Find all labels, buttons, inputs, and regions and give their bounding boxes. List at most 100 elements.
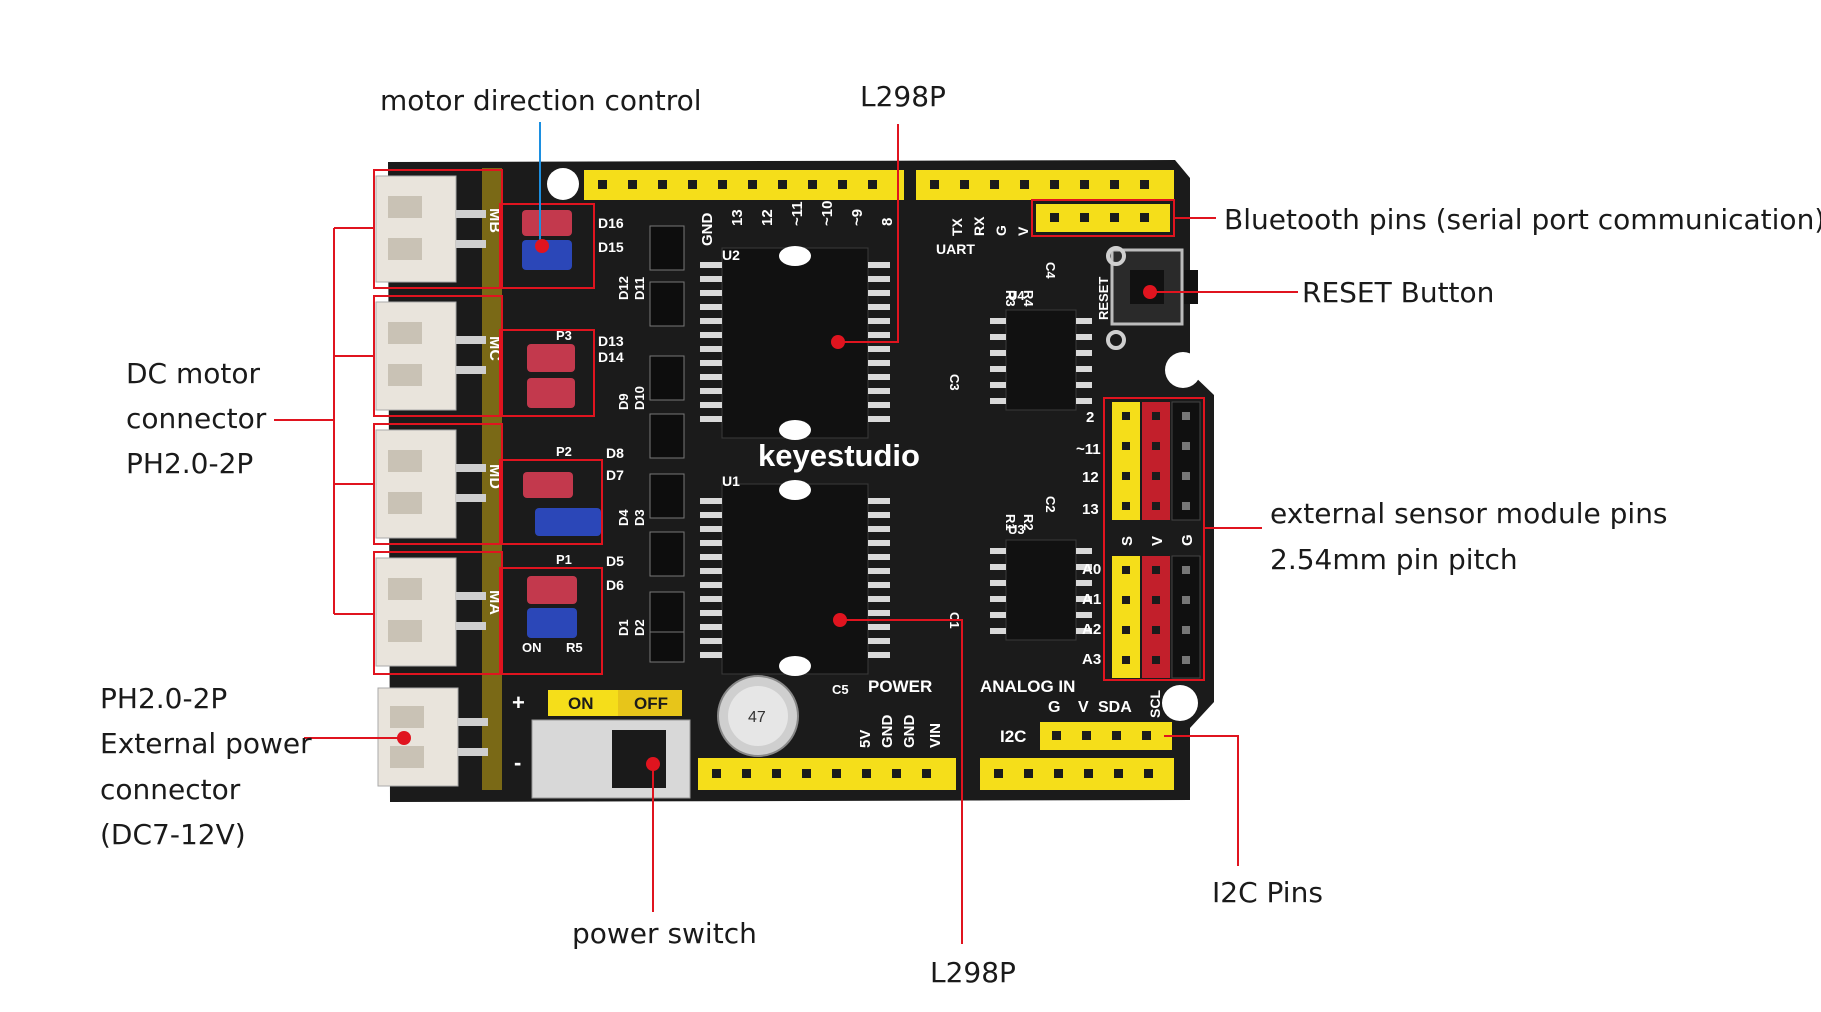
svg-text:V: V — [1015, 226, 1031, 236]
label-power-connector-4: (DC7-12V) — [100, 812, 246, 857]
svg-text:D6: D6 — [606, 577, 624, 593]
svg-text:U4: U4 — [1008, 288, 1025, 303]
callout-dot-l298p-top — [831, 335, 845, 349]
svg-text:D7: D7 — [606, 467, 624, 483]
label-dc-motor-1: DC motor — [126, 351, 260, 396]
svg-text:G: G — [1179, 534, 1196, 546]
svg-text:D1: D1 — [616, 619, 631, 636]
svg-text:A1: A1 — [1082, 591, 1101, 608]
header-digital-right — [916, 170, 1174, 200]
svg-text:D3: D3 — [632, 509, 647, 526]
svg-text:D14: D14 — [598, 349, 624, 365]
svg-text:C4: C4 — [1043, 262, 1058, 279]
svg-text:D11: D11 — [632, 277, 647, 300]
svg-text:D15: D15 — [598, 239, 624, 255]
svg-text:GND: GND — [901, 715, 918, 749]
callout-dot-power-connector — [397, 731, 411, 745]
svg-text:~11: ~11 — [789, 201, 806, 226]
header-power — [698, 758, 956, 790]
svg-text:12: 12 — [1082, 469, 1099, 486]
silk-minus: - — [514, 750, 521, 775]
label-dc-motor-2: connector — [126, 396, 266, 441]
svg-text:D2: D2 — [632, 619, 647, 636]
svg-text:V: V — [1078, 699, 1089, 716]
callout-dot-l298p-bottom — [833, 613, 847, 627]
silk-u2: U2 — [722, 247, 740, 263]
svg-text:A2: A2 — [1082, 621, 1101, 638]
silk-cap-value: 47 — [748, 709, 766, 726]
svg-text:GND: GND — [699, 213, 716, 247]
silk-analog-in: ANALOG IN — [980, 677, 1075, 696]
silk-switch-on[interactable]: ON — [568, 694, 594, 713]
callout-line-dc-motor — [274, 228, 374, 614]
l298p-chip-u1 — [700, 480, 890, 676]
svg-text:G: G — [1048, 699, 1060, 716]
label-sensor-1: external sensor module pins — [1270, 491, 1668, 536]
silk-power: POWER — [868, 677, 932, 696]
svg-text:D8: D8 — [606, 445, 624, 461]
label-motor-direction: motor direction control — [380, 78, 702, 123]
svg-text:RX: RX — [971, 216, 987, 236]
smd-diodes — [650, 226, 684, 662]
mounting-hole-top-left — [547, 168, 579, 200]
header-i2c — [1040, 722, 1172, 750]
svg-text:D12: D12 — [616, 276, 631, 300]
label-l298p-top: L298P — [860, 74, 946, 119]
callout-dot-power-switch — [646, 757, 660, 771]
svg-text:G: G — [993, 225, 1009, 236]
svg-text:A3: A3 — [1082, 651, 1101, 668]
callout-dot-reset — [1143, 285, 1157, 299]
direction-jumper-1[interactable] — [522, 210, 572, 270]
svg-text:C5: C5 — [832, 682, 849, 697]
svg-text:V: V — [1149, 536, 1166, 546]
svg-text:8: 8 — [879, 218, 896, 226]
svg-text:GND: GND — [879, 715, 896, 749]
label-reset: RESET Button — [1302, 270, 1494, 315]
label-sensor-2: 2.54mm pin pitch — [1270, 537, 1518, 582]
svg-text:5V: 5V — [857, 730, 874, 748]
label-i2c: I2C Pins — [1212, 870, 1323, 915]
header-analog — [980, 758, 1174, 790]
svg-text:A0: A0 — [1082, 561, 1101, 578]
svg-text:C2: C2 — [1043, 496, 1058, 513]
svg-text:D10: D10 — [632, 386, 647, 410]
svg-text:SDA: SDA — [1098, 699, 1132, 716]
svg-text:R5: R5 — [566, 640, 583, 655]
mounting-hole-bottom-right — [1162, 685, 1198, 721]
callout-dot-motor-direction — [535, 239, 549, 253]
label-power-switch: power switch — [572, 911, 757, 956]
svg-text:D9: D9 — [616, 393, 631, 410]
label-bluetooth: Bluetooth pins (serial port communicatio… — [1224, 197, 1821, 242]
label-power-connector-2: External power — [100, 721, 312, 766]
svg-text:D13: D13 — [598, 333, 624, 349]
label-dc-motor-3: PH2.0-2P — [126, 441, 253, 486]
silk-u1: U1 — [722, 473, 740, 489]
svg-text:12: 12 — [759, 209, 776, 226]
silk-i2c: I2C — [1000, 727, 1026, 746]
svg-text:P1: P1 — [556, 552, 572, 567]
label-power-connector-3: connector — [100, 767, 240, 812]
svg-text:D4: D4 — [616, 509, 631, 526]
silk-on-led: ON — [522, 640, 542, 655]
svg-text:~10: ~10 — [819, 201, 836, 226]
svg-text:D5: D5 — [606, 553, 624, 569]
header-bluetooth — [1036, 204, 1170, 232]
svg-text:S: S — [1119, 536, 1136, 546]
svg-text:13: 13 — [1082, 501, 1099, 518]
svg-text:P2: P2 — [556, 444, 572, 459]
svg-text:2: 2 — [1086, 409, 1094, 426]
silk-uart: UART — [936, 241, 975, 257]
label-l298p-bottom: L298P — [930, 950, 1016, 995]
svg-text:U3: U3 — [1008, 522, 1025, 537]
svg-text:~11: ~11 — [1076, 441, 1101, 458]
silk-switch-off[interactable]: OFF — [634, 694, 668, 713]
svg-text:D16: D16 — [598, 215, 624, 231]
label-power-connector-1: PH2.0-2P — [100, 676, 227, 721]
svg-text:TX: TX — [949, 217, 965, 236]
brand-logo: keyestudio — [758, 438, 920, 473]
silk-plus: + — [512, 690, 525, 715]
svg-text:VIN: VIN — [927, 723, 944, 748]
silk-reset: RESET — [1096, 277, 1111, 320]
header-digital-left — [584, 170, 904, 200]
